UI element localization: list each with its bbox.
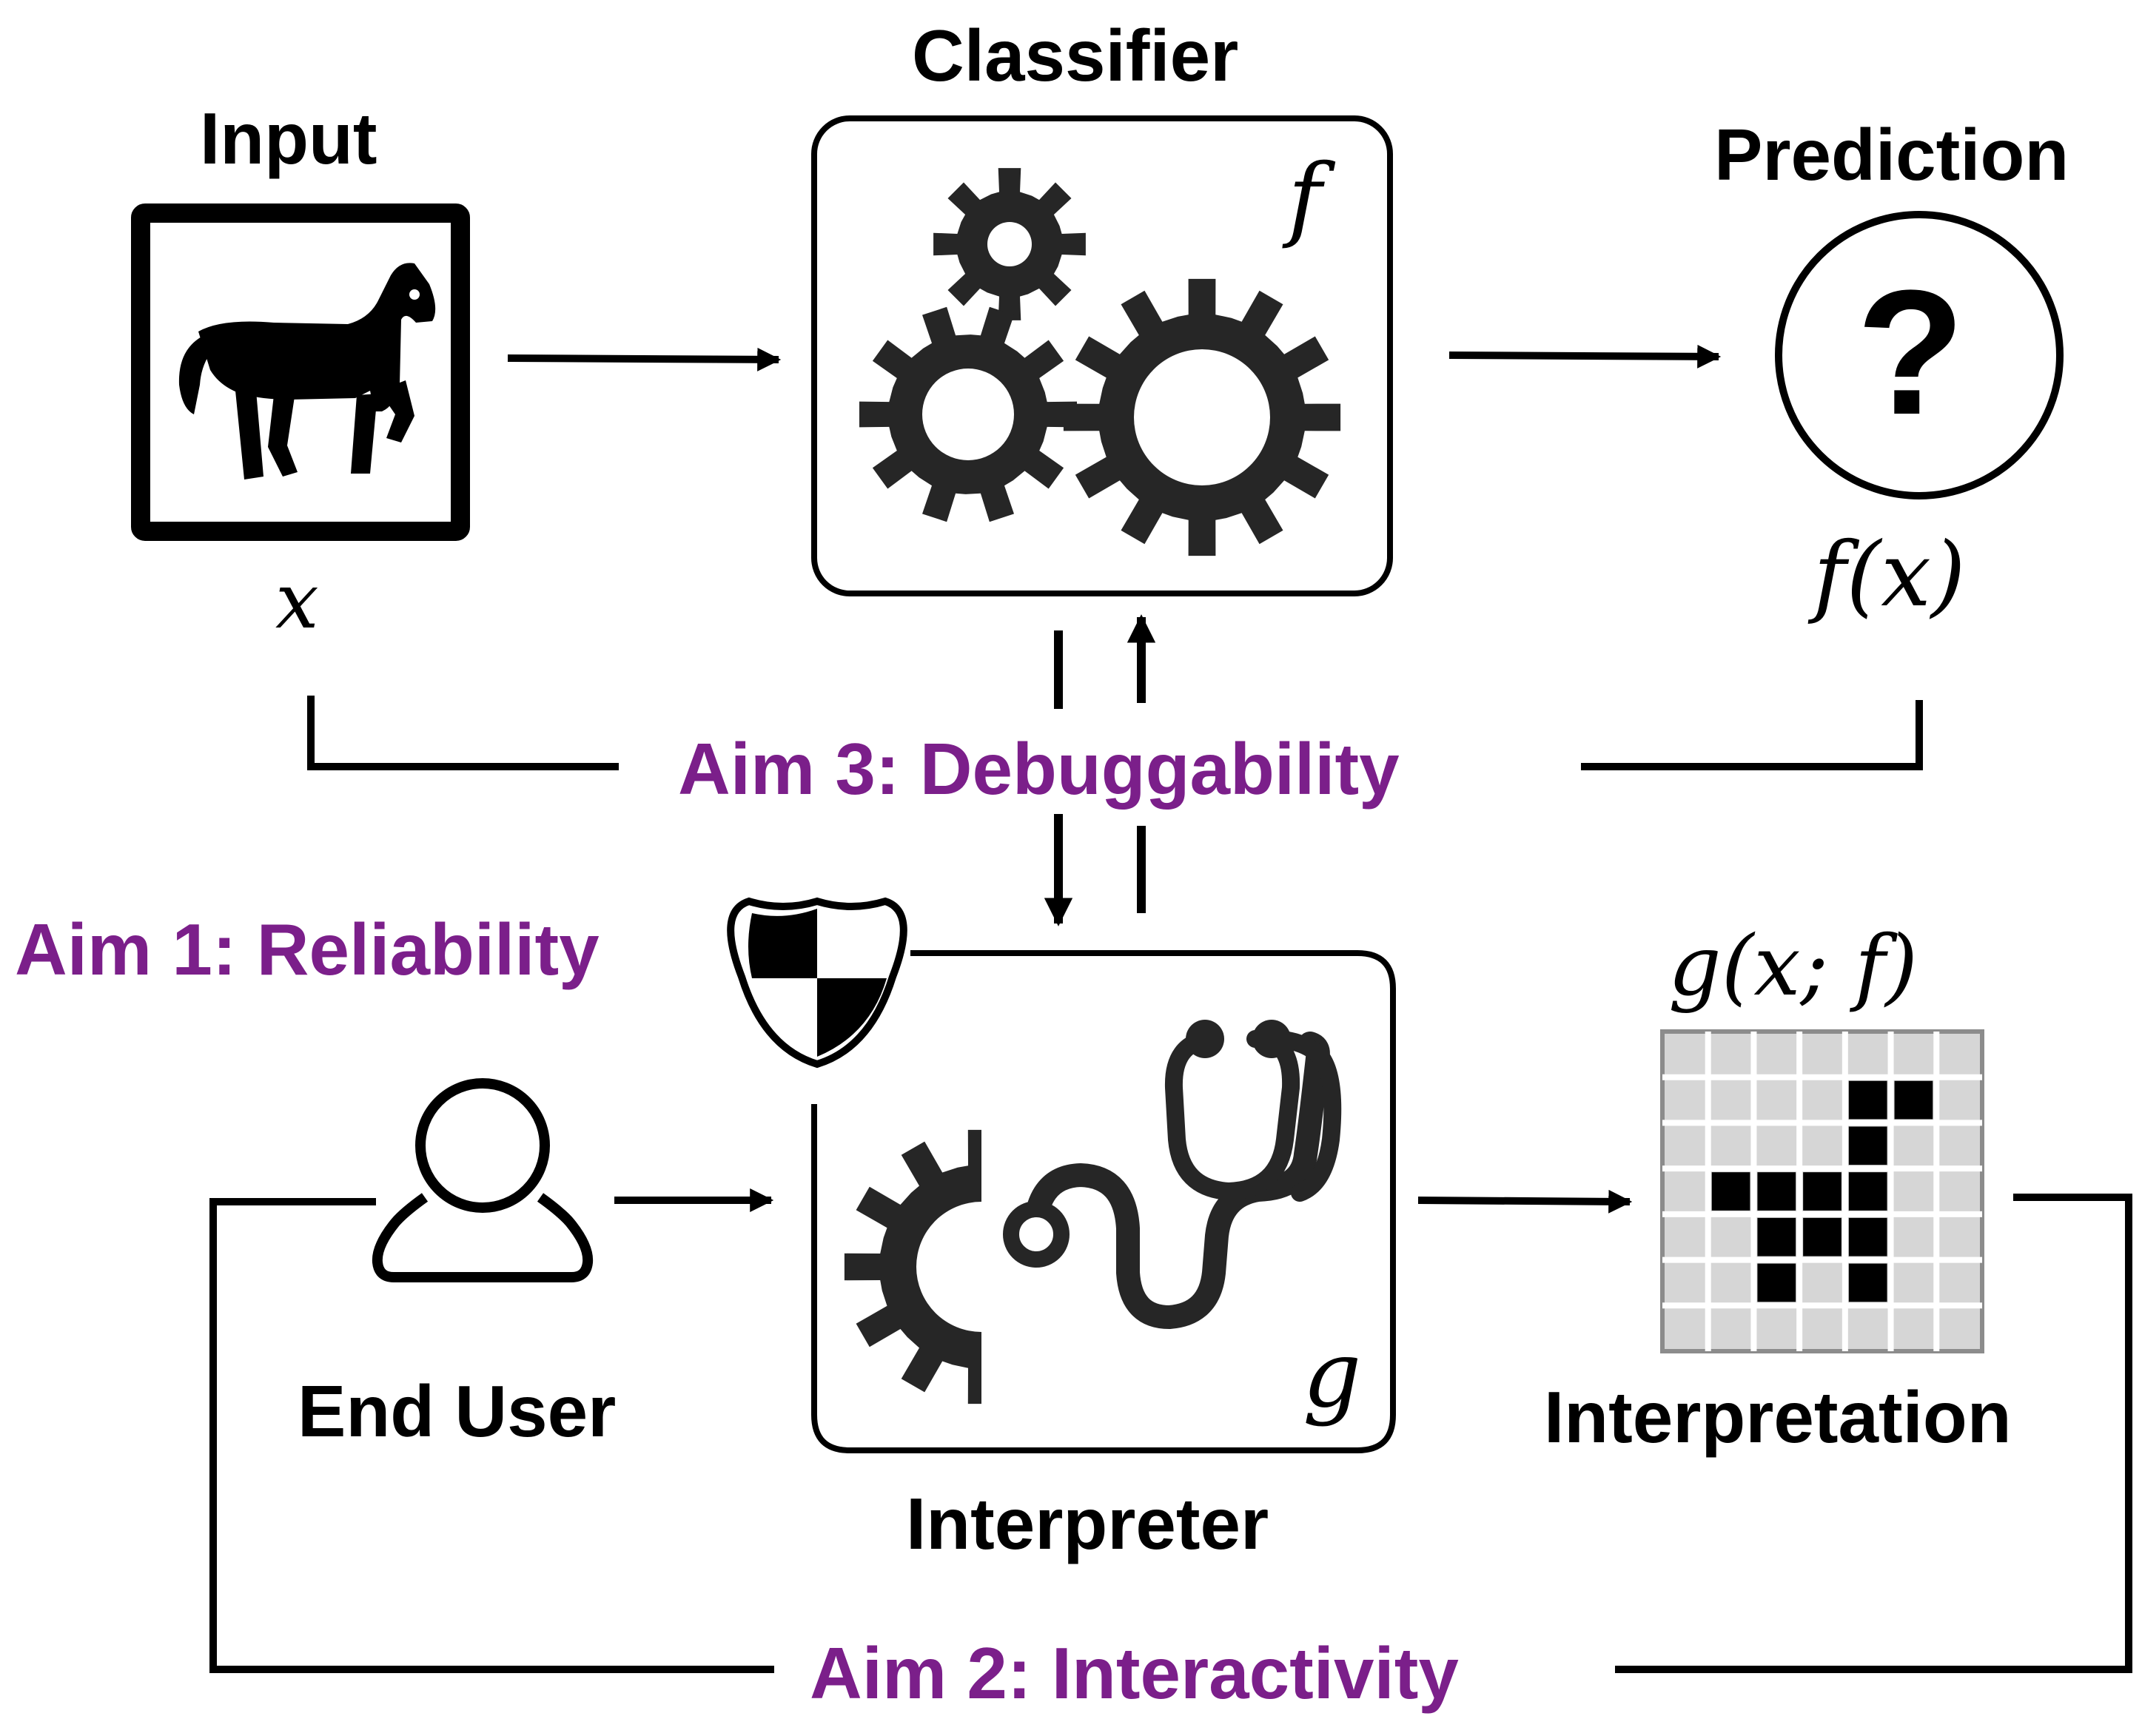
grid-cell	[1940, 1309, 1978, 1348]
stethoscope-chestpiece	[1003, 1201, 1070, 1268]
arrow-input-to-classifier	[507, 347, 782, 371]
grid-cell	[1940, 1263, 1978, 1302]
grid-cell	[1894, 1035, 1933, 1074]
grid-cell	[1894, 1172, 1933, 1211]
saliency-grid-icon	[1660, 1029, 1984, 1353]
classifier-box	[811, 115, 1393, 596]
question-icon: ?	[1856, 253, 1965, 451]
grid-cell	[1757, 1035, 1796, 1074]
grid-cell	[1848, 1035, 1887, 1074]
user-icon	[372, 1078, 594, 1282]
interactivity-loop-left	[209, 1198, 774, 1673]
grid-cell	[1711, 1126, 1750, 1165]
stethoscope-earpiece	[1186, 1020, 1224, 1058]
input-image-frame	[131, 203, 470, 541]
grid-cell	[1711, 1080, 1750, 1120]
grid-cell-filled	[1848, 1217, 1887, 1256]
interpreter-box	[811, 950, 1396, 1453]
grid-cell	[1940, 1172, 1978, 1211]
interpretation-output: g(x; f)	[1668, 918, 1918, 1015]
grid-cell	[1894, 1217, 1933, 1256]
stethoscope-gear-icon	[844, 1020, 1342, 1404]
interpreter-function: g	[1303, 1322, 1362, 1428]
horse-icon	[178, 263, 436, 480]
grid-cell	[1940, 1080, 1978, 1120]
grid-cell-filled	[1803, 1217, 1841, 1256]
small-gear-icon	[933, 168, 1086, 320]
grid-cell	[1711, 1263, 1750, 1302]
grid-cell	[1940, 1035, 1978, 1074]
grid-cell	[1666, 1080, 1705, 1120]
grid-cell	[1803, 1126, 1841, 1165]
end-user-label: End User	[298, 1370, 617, 1452]
grid-cell	[1940, 1217, 1978, 1256]
grid-cell-filled	[1757, 1172, 1796, 1211]
grid-cell-filled	[1711, 1172, 1750, 1211]
grid-cell	[1666, 1035, 1705, 1074]
grid-cell	[1940, 1126, 1978, 1165]
grid-cell-filled	[1848, 1172, 1887, 1211]
grid-cell	[1666, 1126, 1705, 1165]
grid-cell-filled	[1894, 1080, 1933, 1120]
grid-cell	[1803, 1309, 1841, 1348]
grid-cell	[1757, 1080, 1796, 1120]
stethoscope-earpiece	[1252, 1020, 1291, 1058]
grid-cell	[1803, 1080, 1841, 1120]
prediction-output: f(x)	[1813, 524, 1966, 627]
grid-cell	[1711, 1309, 1750, 1348]
gears-icon	[859, 168, 1341, 556]
debuggability-bracket-right	[1581, 700, 1923, 770]
input-variable: x	[275, 556, 319, 646]
grid-cell-filled	[1757, 1263, 1796, 1302]
grid-cell-filled	[1848, 1263, 1887, 1302]
grid-cell	[1757, 1309, 1796, 1348]
prediction-circle	[1775, 211, 2064, 499]
grid-cell-filled	[1848, 1126, 1887, 1165]
stethoscope-tube	[1023, 1032, 1330, 1330]
grid-cell	[1894, 1263, 1933, 1302]
interpretation-label: Interpretation	[1544, 1376, 2012, 1458]
classifier-label: Classifier	[912, 15, 1239, 96]
aim-debuggability-label: Aim 3: Debuggability	[678, 728, 1400, 810]
grid-cell	[1757, 1126, 1796, 1165]
arrow-interpreter-to-interpretation	[1417, 1189, 1633, 1214]
grid-cell	[1894, 1126, 1933, 1165]
interpreter-label: Interpreter	[906, 1483, 1269, 1564]
grid-cell-filled	[1848, 1080, 1887, 1120]
grid-cell-filled	[1803, 1172, 1841, 1211]
shield-icon	[727, 897, 907, 1069]
grid-cell	[1666, 1217, 1705, 1256]
prediction-label: Prediction	[1714, 114, 2069, 195]
interactivity-loop-right	[1615, 1194, 2132, 1673]
grid-cell	[1803, 1263, 1841, 1302]
grid-cell	[1894, 1309, 1933, 1348]
large-gear-icon	[1063, 278, 1341, 556]
grid-cell	[1711, 1217, 1750, 1256]
classifier-function: f	[1288, 145, 1322, 252]
grid-cell	[1666, 1309, 1705, 1348]
grid-cell-filled	[1757, 1217, 1796, 1256]
arrow-classifier-to-prediction	[1448, 344, 1722, 369]
grid-cell	[1848, 1309, 1887, 1348]
aim-reliability-label: Aim 1: Reliability	[15, 909, 600, 990]
stethoscope-arms	[1164, 1029, 1342, 1202]
input-label: Input	[200, 98, 377, 179]
grid-cell	[1711, 1035, 1750, 1074]
grid-cell	[1666, 1263, 1705, 1302]
aim-interactivity-label: Aim 2: Interactivity	[810, 1632, 1459, 1714]
medium-gear-icon	[859, 306, 1077, 522]
debuggability-bracket-left	[307, 696, 619, 770]
grid-cell	[1666, 1172, 1705, 1211]
grid-cell	[1803, 1035, 1841, 1074]
